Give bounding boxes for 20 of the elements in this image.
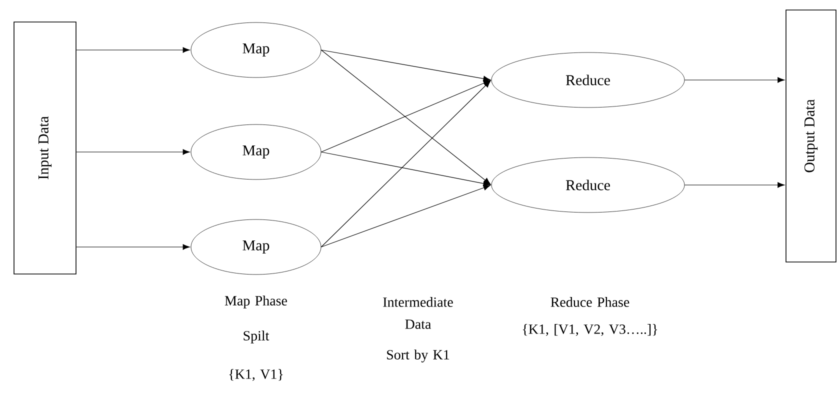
phase-label: Intermediate Data bbox=[383, 297, 453, 329]
arrow bbox=[684, 77, 785, 83]
data-box: Output Data bbox=[786, 10, 836, 262]
phase-label: Sort by K1 bbox=[387, 350, 450, 362]
phase-label: {K1, [V1, V2, V3…..]} bbox=[522, 324, 658, 336]
arrow bbox=[320, 152, 490, 186]
arrow bbox=[320, 50, 491, 185]
arrow bbox=[320, 80, 491, 248]
phase-label: Spilt bbox=[244, 330, 270, 344]
arrow bbox=[320, 80, 490, 152]
arrow bbox=[320, 50, 490, 82]
arrow bbox=[76, 244, 190, 250]
arrow bbox=[76, 149, 190, 155]
data-box: Input Data bbox=[14, 22, 76, 274]
phase-label: {K1, V1} bbox=[229, 369, 283, 381]
phase-label: Map Phase bbox=[224, 296, 287, 308]
arrow bbox=[76, 47, 190, 53]
phase-label: Reduce Phase bbox=[550, 297, 630, 307]
arrow bbox=[684, 182, 785, 188]
arrow bbox=[320, 185, 490, 248]
